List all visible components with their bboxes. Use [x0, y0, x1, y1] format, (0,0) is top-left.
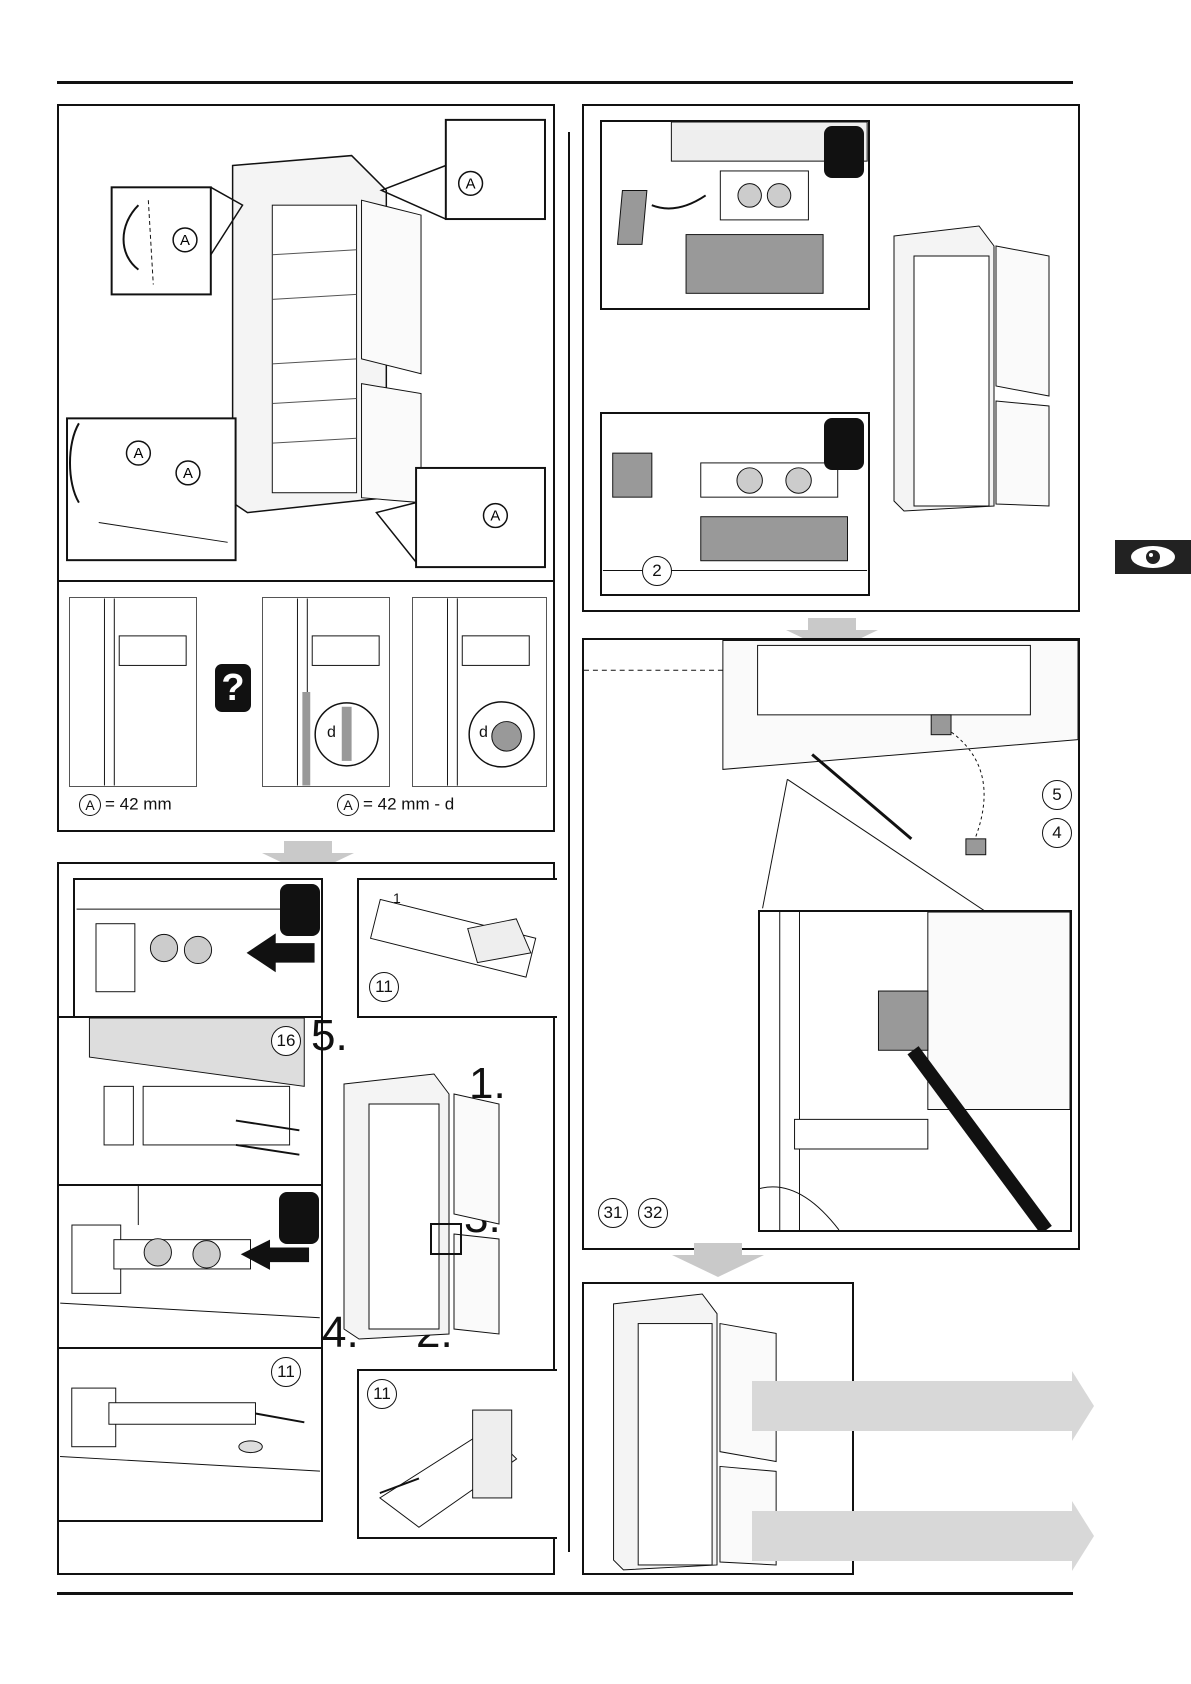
d-label: d [479, 724, 488, 741]
fridge-open-illustration: A A A A A [66, 118, 546, 569]
hinge-detail-strip: d [262, 597, 390, 787]
ref-4-badge: 4 [1042, 818, 1072, 848]
detail-upper-cover [600, 120, 870, 310]
panel-clearance-overview: A A A A A [57, 104, 555, 582]
step-5-label: 5. [311, 1011, 348, 1060]
caption-adjusted-distance: A= 42 mm - d [337, 794, 454, 816]
ref-11-badge: 11 [369, 972, 399, 1002]
d-label: d [327, 724, 336, 741]
eye-icon [1115, 540, 1191, 574]
fridge-final-illustration [613, 1293, 777, 1571]
panel-remove-covers: 2 [582, 104, 1080, 612]
down-arrow-icon [672, 1243, 764, 1277]
screw-icon [280, 884, 320, 936]
callout-label: A [490, 509, 500, 525]
ref-11-badge: 11 [367, 1379, 397, 1409]
detail-lower-screw [57, 1184, 323, 1349]
detail-bottom-hinge: 11 [357, 1369, 557, 1539]
ref-5-badge: 5 [1042, 780, 1072, 810]
detail-plinth-zoom [758, 910, 1072, 1232]
plinth-rail-illustration [584, 640, 1078, 939]
detail-lower-cover: 2 [600, 412, 870, 596]
right-arrow-icon [752, 1501, 1094, 1571]
ref-31-badge: 31 [598, 1198, 628, 1228]
callout-label: A [133, 446, 143, 462]
callout-label: A [180, 233, 190, 249]
hinge-detail-standard [69, 597, 197, 787]
a-circle-icon: A [79, 794, 101, 816]
ref-32-badge: 32 [638, 1198, 668, 1228]
screw-icon [279, 1192, 319, 1244]
ref-16-badge: 16 [271, 1026, 301, 1056]
callout-label: A [183, 466, 193, 482]
panel-plinth-rail: 5 4 31 32 [582, 638, 1080, 1250]
fridge-closed-illustration [893, 225, 1050, 512]
detail-bottom-rail: 11 [57, 1347, 323, 1522]
fridge-door-illustration [343, 1073, 500, 1340]
hinge-detail-cap: d [412, 597, 547, 787]
right-arrow-icon [752, 1371, 1094, 1441]
detail-hinge-screws: 16 [57, 1016, 323, 1186]
ref-2-badge: 2 [642, 556, 672, 586]
screwdriver-icon [824, 418, 864, 470]
callout-label: A [466, 176, 476, 192]
screwdriver-icon [824, 126, 864, 178]
caption-standard-distance: A= 42 mm [79, 794, 172, 816]
detail-upper-hinge: 11 1 [357, 878, 557, 1018]
a-circle-icon: A [337, 794, 359, 816]
detail-upper-screw [73, 878, 323, 1018]
ref-11-badge: 11 [271, 1357, 301, 1387]
bottom-rule [57, 1592, 1073, 1595]
column-divider [568, 132, 570, 1552]
small-step-label: 1 [393, 890, 401, 906]
top-rule [57, 81, 1073, 84]
question-icon: ? [215, 664, 251, 712]
step-1-label: 1. [469, 1059, 506, 1108]
panel-measurement: ? d d A= 42 mm A= 42 mm - d [57, 580, 555, 832]
panel-mounting-steps: 11 1 16 5. 1. 3. 4. 2. 11 11 [57, 862, 557, 1575]
